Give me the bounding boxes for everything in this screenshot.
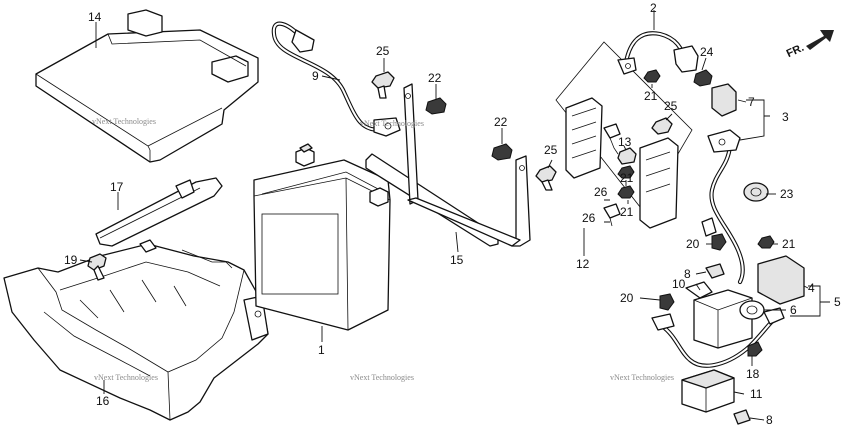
callout-25: 25 [544,143,558,157]
screw-part [617,165,635,179]
callout-11: 11 [750,387,763,401]
callout-21: 21 [620,171,634,185]
callout-8: 8 [684,267,691,281]
callout-12: 12 [576,257,590,271]
screw-part [711,233,727,251]
callout-18: 18 [746,367,760,381]
callout-13: 13 [618,135,632,149]
terminal-cover-part [757,255,805,305]
callout-3: 3 [782,110,789,124]
callout-20: 20 [686,237,700,251]
battery-cover-part [35,9,259,163]
callout-21: 21 [620,205,634,219]
front-direction-label: FR. [785,42,806,60]
fuse-part [617,147,637,165]
watermark-text: vNext Technologies [350,373,414,382]
grommet-part [743,182,769,202]
grommet-part [491,143,513,161]
nut-part [693,69,713,87]
callout-22: 22 [494,115,508,129]
bolt-part [651,117,673,135]
callout-24: 24 [700,45,714,59]
watermark-text: vNext Technologies [610,373,674,382]
callout-16: 16 [96,394,110,408]
bolt-part [747,341,763,357]
callout-19: 19 [64,253,78,267]
callout-26: 26 [594,185,608,199]
callout-17: 17 [110,180,124,194]
callout-10: 10 [672,277,686,291]
callout-25: 25 [376,44,390,58]
callout-labels: 14 17 19 16 1 9 25 22 22 25 15 12 2 24 2… [64,1,841,427]
watermark-group: vNext Technologies vNext Technologies vN… [92,117,674,382]
watermark-text: vNext Technologies [94,373,158,382]
callout-1: 1 [318,343,325,357]
battery-stay-part [365,83,531,247]
callout-15: 15 [450,253,464,267]
callout-7: 7 [748,95,755,109]
callout-25: 25 [664,99,678,113]
callout-21: 21 [782,237,796,251]
terminal-cover-part [711,83,737,117]
callout-14: 14 [88,10,102,24]
grommet-part [425,97,447,115]
screw-part [659,293,675,311]
callout-4: 4 [808,281,815,295]
starter-cable-part [701,129,745,285]
screw-part [643,69,661,83]
battery-tray-part [3,239,269,421]
battery-band-part [95,177,223,247]
front-direction-arrow: FR. [785,30,834,60]
callout-20: 20 [620,291,634,305]
relay-holder-part [681,369,735,413]
terminal-boot-part [739,300,765,320]
callout-6: 6 [790,303,797,317]
callout-23: 23 [780,187,794,201]
screw-part [617,185,635,199]
watermark-text: vNext Technologies [360,119,424,128]
cable-part [617,31,699,75]
callout-26: 26 [582,211,596,225]
bolt-part [87,253,107,281]
callout-2: 2 [650,1,657,15]
fuse-part [733,409,751,425]
callout-21: 21 [644,89,658,103]
fuse-part [705,263,725,279]
leader-lines [79,10,830,421]
bolt-part [535,165,557,191]
fuse-box-part [555,41,693,229]
starter-relay-part [685,281,753,349]
bolt-part [371,71,395,99]
callout-22: 22 [428,71,442,85]
callout-9: 9 [312,69,319,83]
callout-5: 5 [834,295,841,309]
callout-8: 8 [766,413,773,427]
battery-cable-part [271,21,401,137]
screw-part [757,235,775,249]
ground-cable-part [651,307,785,368]
watermark-text: vNext Technologies [92,117,156,126]
battery-part [253,143,391,331]
